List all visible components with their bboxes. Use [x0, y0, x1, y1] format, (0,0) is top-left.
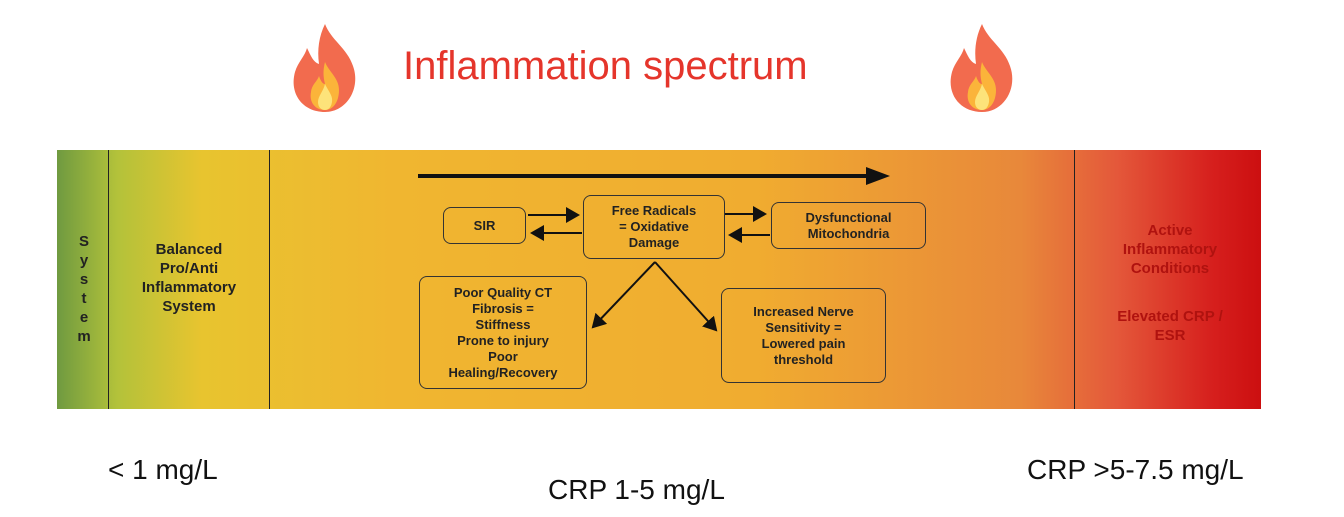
sir-box: SIR	[443, 207, 526, 244]
divider	[108, 150, 109, 409]
divider	[1074, 150, 1075, 409]
poor-quality-ct-box: Poor Quality CT Fibrosis = Stiffness Pro…	[419, 276, 587, 389]
page-title: Inflammation spectrum	[403, 44, 808, 88]
elevated-crp-label: Elevated CRP / ESR	[1117, 308, 1223, 344]
crp-mid-level: CRP 1-5 mg/L	[548, 474, 725, 505]
inflammation-spectrum-band	[57, 150, 1261, 409]
divider	[269, 150, 270, 409]
fire-icon	[950, 24, 1013, 112]
free-radicals-box: Free Radicals = Oxidative Damage	[583, 195, 725, 259]
nerve-sensitivity-box: Increased Nerve Sensitivity = Lowered pa…	[721, 288, 886, 383]
crp-low-level: < 1 mg/L	[108, 454, 218, 485]
arrow-radicals-to-ct	[591, 261, 656, 329]
fire-icon	[293, 24, 356, 112]
system-label: S y s t e m	[77, 233, 91, 345]
progression-arrowhead	[866, 167, 890, 185]
active-conditions-label: Active Inflammatory Conditions	[1122, 222, 1218, 277]
arrow-radicals-to-nerve	[654, 261, 718, 332]
balanced-system-label: Balanced Pro/Anti Inflammatory System	[141, 241, 237, 315]
mitochondria-box: Dysfunctional Mitochondria	[771, 202, 926, 249]
crp-high-level: CRP >5-7.5 mg/L	[1027, 454, 1244, 485]
